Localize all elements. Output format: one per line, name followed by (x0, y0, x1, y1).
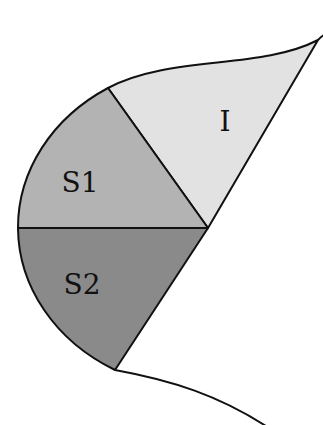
bottom-tail-curve (115, 370, 272, 425)
sector-label: I (219, 108, 230, 136)
sector-shape (16, 86, 210, 230)
sector-label: S1 (62, 169, 99, 197)
sector-fill (18, 88, 208, 228)
sector-s1: S1 (16, 86, 210, 230)
top-tail-tip (318, 35, 323, 40)
sector-label: S2 (64, 271, 101, 299)
sector-fill (18, 228, 208, 370)
sector-shape (16, 226, 210, 372)
sector-s2: S2 (16, 226, 210, 372)
